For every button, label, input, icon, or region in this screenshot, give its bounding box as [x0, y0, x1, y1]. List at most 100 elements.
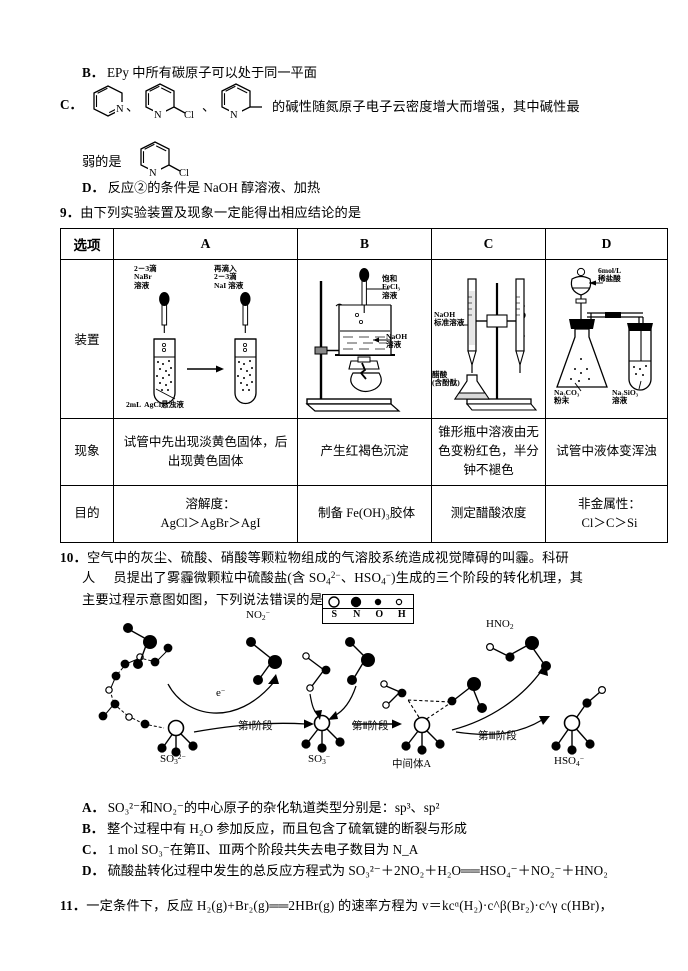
- q10-option-c: C．1 mol SO₃⁻在第Ⅱ、Ⅲ两个阶段共失去电子数目为 N_A: [60, 839, 628, 860]
- q10-option-d-text: 硫酸盐转化过程中发生的总反应方程式为 SO₃²⁻＋2NO₂＋H₂O══HSO₄⁻…: [107, 863, 608, 879]
- q8-option-c-text2: 弱的是: [82, 154, 122, 170]
- q9-number: 9．: [60, 205, 81, 221]
- apparatus-d-label-2: Na₂CO₃ 粉末: [554, 387, 580, 406]
- structure-2-chloropyridine: N Cl: [140, 77, 204, 125]
- table-col-header-a: A: [113, 227, 298, 260]
- table-rowlabel-phenomena: 现象: [60, 417, 114, 486]
- figure-label-stage-3: 第Ⅲ阶段: [478, 731, 517, 742]
- q8-option-c: C． N 、 N Cl: [60, 83, 628, 139]
- apparatus-cell-a: 2－3滴 NaBr 溶液 再滴入 2－3滴 NaI 溶液 2mL AgCl悬浊液: [113, 258, 298, 419]
- q10-stem-text1: 空气中的灰尘、硫酸、硝酸等颗粒物组成的气溶胶系统造成视觉障碍的叫霾。科研: [86, 549, 569, 565]
- q8-option-c-text: 的碱性随氮原子电子云密度增大而增强，其中碱性最: [272, 99, 580, 115]
- q8-option-d-text: 反应②的条件是 NaOH 醇溶液、加热: [107, 180, 321, 196]
- apparatus-diagram-d: [556, 267, 653, 391]
- apparatus-d-label-1: 6mol/L 稀盐酸: [598, 265, 622, 284]
- apparatus-d-label-3: Na₂SiO₃ 溶液: [612, 387, 639, 406]
- legend-symbol-o: O: [375, 609, 384, 620]
- figure-label-no2-minus: NO2−: [246, 608, 270, 623]
- legend-symbol-s: S: [331, 609, 338, 620]
- figure-label-so3-2minus: SO32−: [160, 752, 186, 767]
- apparatus-diagram-a: [153, 291, 257, 404]
- phenomenon-cell-d: 试管中液体变浑浊: [545, 417, 668, 486]
- apparatus-a-label-3: 2mL AgCl悬浊液: [126, 399, 184, 409]
- apparatus-c-label-1: NaOH 标准溶液: [434, 309, 465, 328]
- bisulfate-ion-formula: 4−: [381, 570, 392, 587]
- q9-stem: 9．由下列实验装置及现象一定能得出相应结论的是: [60, 203, 628, 223]
- apparatus-b-label-1: 饱和 FeCl₃ 溶液: [382, 273, 400, 300]
- svg-text:N: N: [149, 168, 157, 179]
- phenomenon-cell-a: 试管中先出现淡黄色固体，后出现黄色固体: [113, 417, 298, 486]
- apparatus-c-label-2: 醋酸 (含酚酞): [432, 369, 460, 388]
- q11-stem: 11．一定条件下，反应 H₂(g)+Br₂(g)══2HBr(g) 的速率方程为…: [60, 896, 628, 916]
- q10-option-b-label: B．: [82, 821, 104, 837]
- figure-label-so3-minus: SO3−: [308, 752, 331, 767]
- apparatus-cell-b: 饱和 FeCl₃ 溶液 NaOH 溶液: [297, 258, 432, 419]
- q10-option-c-text: 1 mol SO₃⁻在第Ⅱ、Ⅲ两个阶段共失去电子数目为 N_A: [107, 842, 419, 858]
- q9-stem-text: 由下列实验装置及现象一定能得出相应结论的是: [80, 205, 362, 221]
- q8-option-b: B．EPy 中所有碳原子可以处于同一平面: [60, 62, 628, 83]
- table-rowlabel-purpose: 目的: [60, 484, 114, 543]
- experiment-table: 选项 A B C D 装置: [60, 227, 668, 543]
- structure-2-chloropyridine-answer: N Cl: [135, 137, 199, 181]
- q10-option-c-label: C．: [82, 842, 105, 858]
- page-content: B．EPy 中所有碳原子可以处于同一平面 C． N 、: [60, 62, 668, 916]
- figure-legend: S N O H: [322, 594, 414, 624]
- purpose-cell-c: 测定醋酸浓度: [431, 484, 546, 543]
- q8-option-b-text: EPy 中所有碳原子可以处于同一平面: [106, 65, 317, 80]
- figure-label-electron: e−: [216, 686, 226, 700]
- apparatus-cell-c: NaOH 标准溶液 醋酸 (含酚酞): [431, 258, 546, 419]
- apparatus-diagram-b: [305, 267, 401, 412]
- legend-symbol-n: N: [353, 609, 361, 620]
- apparatus-cell-d: 6mol/L 稀盐酸 Na₂CO₃ 粉末 Na₂SiO₃ 溶液: [545, 258, 668, 419]
- q10-stem-text2c: 、HSO: [340, 570, 382, 586]
- q8-option-d: D．反应②的条件是 NaOH 醇溶液、加热: [60, 177, 628, 198]
- legend-glyphs: [328, 596, 403, 608]
- q8-option-b-label: B．: [82, 65, 104, 80]
- q8-structure-sep-1: 、: [126, 99, 140, 115]
- q8-option-d-label: D．: [82, 180, 105, 196]
- figure-label-stage-1: 第Ⅰ阶段: [238, 721, 273, 732]
- table-row-apparatus: 装置: [60, 258, 668, 419]
- table-col-header-c: C: [431, 227, 546, 260]
- q10-number: 10．: [60, 549, 87, 565]
- apparatus-b-label-2: NaOH 溶液: [386, 331, 408, 350]
- figure-label-stage-2: 第Ⅱ阶段: [352, 721, 389, 732]
- q10-option-b: B．整个过程中有 H₂O 参加反应，而且包含了硫氧键的断裂与形成: [60, 818, 628, 839]
- svg-text:N: N: [116, 104, 124, 115]
- apparatus-a-label-2: 再滴入 2－3滴 NaI 溶液: [214, 263, 244, 290]
- mechanism-diagram: [98, 623, 606, 757]
- table-row-header: 选项 A B C D: [60, 227, 668, 260]
- svg-text:N: N: [230, 110, 238, 121]
- purpose-cell-b: 制备 Fe(OH)₃胶体: [297, 484, 432, 543]
- q10-stem-text2a: 人: [82, 570, 96, 586]
- phenomenon-cell-b: 产生红褐色沉淀: [297, 417, 432, 486]
- q10-stem-text3: 主要过程示意图如图，下列说法错误的是: [82, 591, 323, 607]
- structure-2-methylpyridine: N: [216, 77, 274, 125]
- q8-option-c-cont: 弱的是 N Cl: [60, 139, 628, 179]
- table-rowlabel-apparatus: 装置: [60, 258, 114, 419]
- table-row-phenomena: 现象 试管中先出现淡黄色固体，后出现黄色固体 产生红褐色沉淀 锥形瓶中溶液由无色…: [60, 417, 668, 486]
- purpose-cell-a: 溶解度： AgCl＞AgBr＞AgI: [113, 484, 298, 543]
- table-col-header-d: D: [545, 227, 668, 260]
- apparatus-diagram-c: [453, 278, 538, 411]
- q10-option-d-label: D．: [82, 863, 105, 879]
- q10-option-d: D．硫酸盐转化过程中发生的总反应方程式为 SO₃²⁻＋2NO₂＋H₂O══HSO…: [60, 860, 628, 881]
- svg-text:Cl: Cl: [184, 110, 194, 121]
- figure-label-hso4-minus: HSO4−: [554, 754, 584, 769]
- purpose-cell-d: 非金属性： Cl＞C＞Si: [545, 484, 668, 543]
- legend-symbol-h: H: [397, 609, 406, 620]
- q10-stem-line3: 主要过程示意图如图，下列说法错误的是: [60, 590, 628, 610]
- svg-text:Cl: Cl: [179, 168, 189, 179]
- q8-option-c-label: C．: [60, 97, 83, 113]
- q10-stem-line1: 10．空气中的灰尘、硫酸、硝酸等颗粒物组成的气溶胶系统造成视觉障碍的叫霾。科研: [60, 548, 628, 568]
- figure-label-hno2: HNO2: [486, 618, 514, 632]
- phenomenon-cell-c: 锥形瓶中溶液由无色变粉红色，半分钟不褪色: [431, 417, 546, 486]
- structure-pyridine: N: [88, 83, 128, 121]
- svg-text:N: N: [154, 110, 162, 121]
- table-col-header-b: B: [297, 227, 432, 260]
- q8-structure-sep-2: 、: [202, 99, 216, 115]
- q11-stem-text: 一定条件下，反应 H₂(g)+Br₂(g)══2HBr(g) 的速率方程为 v＝…: [86, 897, 613, 913]
- q11-number: 11．: [60, 897, 87, 913]
- table-row-purpose: 目的 溶解度： AgCl＞AgBr＞AgI 制备 Fe(OH)₃胶体 测定醋酸浓…: [60, 484, 668, 543]
